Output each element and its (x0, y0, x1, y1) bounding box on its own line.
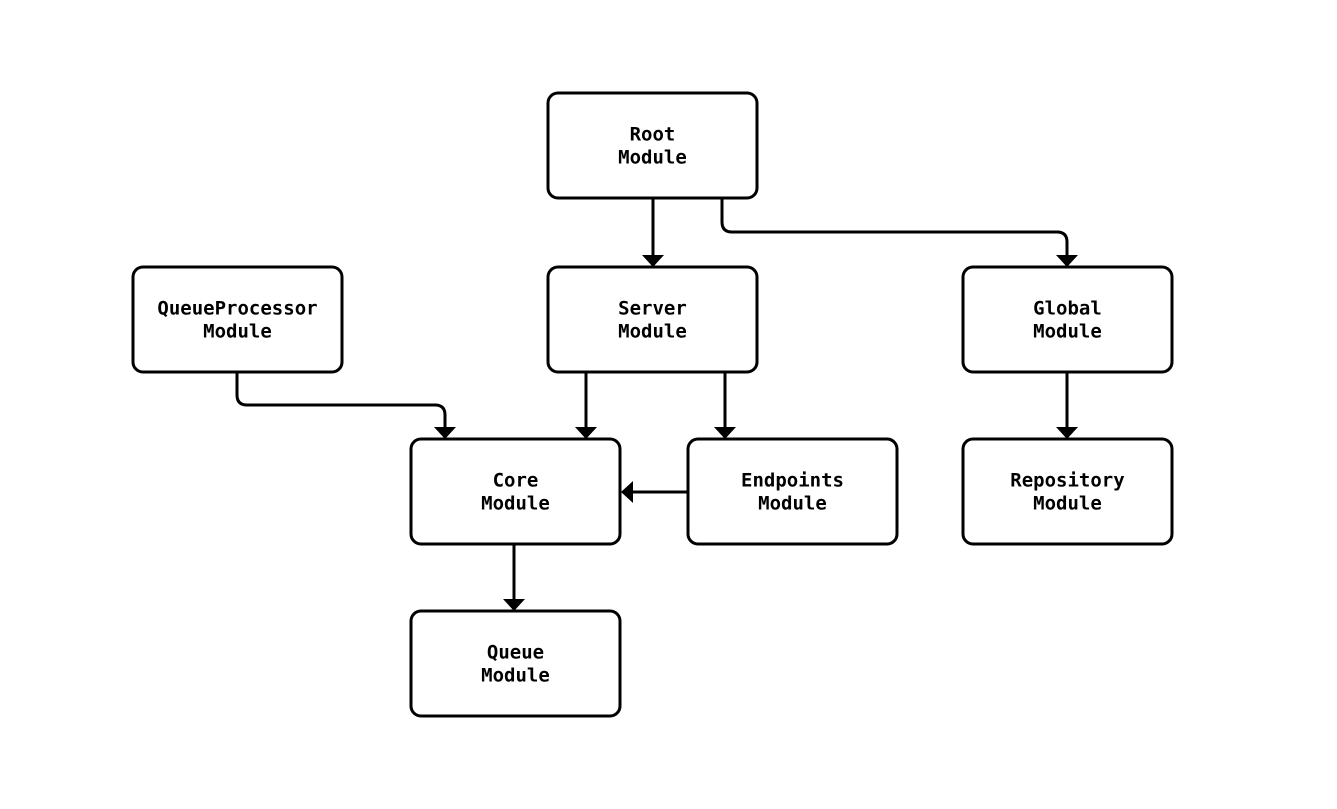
edge-queueprocessor-to-core (235, 372, 456, 439)
node-label-line1: Global (1033, 298, 1102, 320)
node-label-line2: Module (618, 147, 687, 169)
node-label-line1: Endpoints (741, 470, 844, 492)
arrowhead-icon (434, 427, 456, 439)
edge-root-to-global (720, 198, 1078, 267)
node-label-line1: Server (618, 298, 687, 320)
node-label-line2: Module (1033, 321, 1102, 343)
arrowhead-icon (503, 599, 525, 611)
edge-server-to-core (575, 372, 597, 439)
node-box (131, 265, 344, 374)
node-label-line2: Module (481, 665, 550, 687)
arrowhead-icon (714, 427, 736, 439)
arrowhead-icon (575, 427, 597, 439)
arrowhead-icon (642, 255, 664, 267)
node-label-line2: Module (481, 493, 550, 515)
node-label-line1: Queue (487, 642, 544, 664)
node-label-line1: Root (630, 124, 676, 146)
arrowhead-icon (1056, 427, 1078, 439)
node-label-line1: QueueProcessor (157, 298, 317, 320)
node-label-line1: Repository (1010, 470, 1124, 492)
node-label-line2: Module (758, 493, 827, 515)
arrowhead-icon (1056, 255, 1078, 267)
arrowhead-icon (621, 481, 633, 503)
node-box (686, 437, 899, 546)
node-box (409, 437, 622, 546)
node-label-line2: Module (1033, 493, 1102, 515)
node-label-line1: Core (493, 470, 539, 492)
edge-endpoints-to-core (621, 481, 688, 503)
node-box (546, 265, 759, 374)
node-box (546, 91, 759, 200)
node-box (961, 265, 1174, 374)
edge-line (720, 198, 1069, 255)
edge-core-to-queue (503, 544, 525, 611)
edge-root-to-server (642, 198, 664, 267)
edge-line (235, 372, 447, 427)
node-label-line2: Module (203, 321, 272, 343)
edge-global-to-repository (1056, 372, 1078, 439)
node-label-line2: Module (618, 321, 687, 343)
edge-server-to-endpoints (714, 372, 736, 439)
node-box (961, 437, 1174, 546)
node-box (409, 609, 622, 718)
